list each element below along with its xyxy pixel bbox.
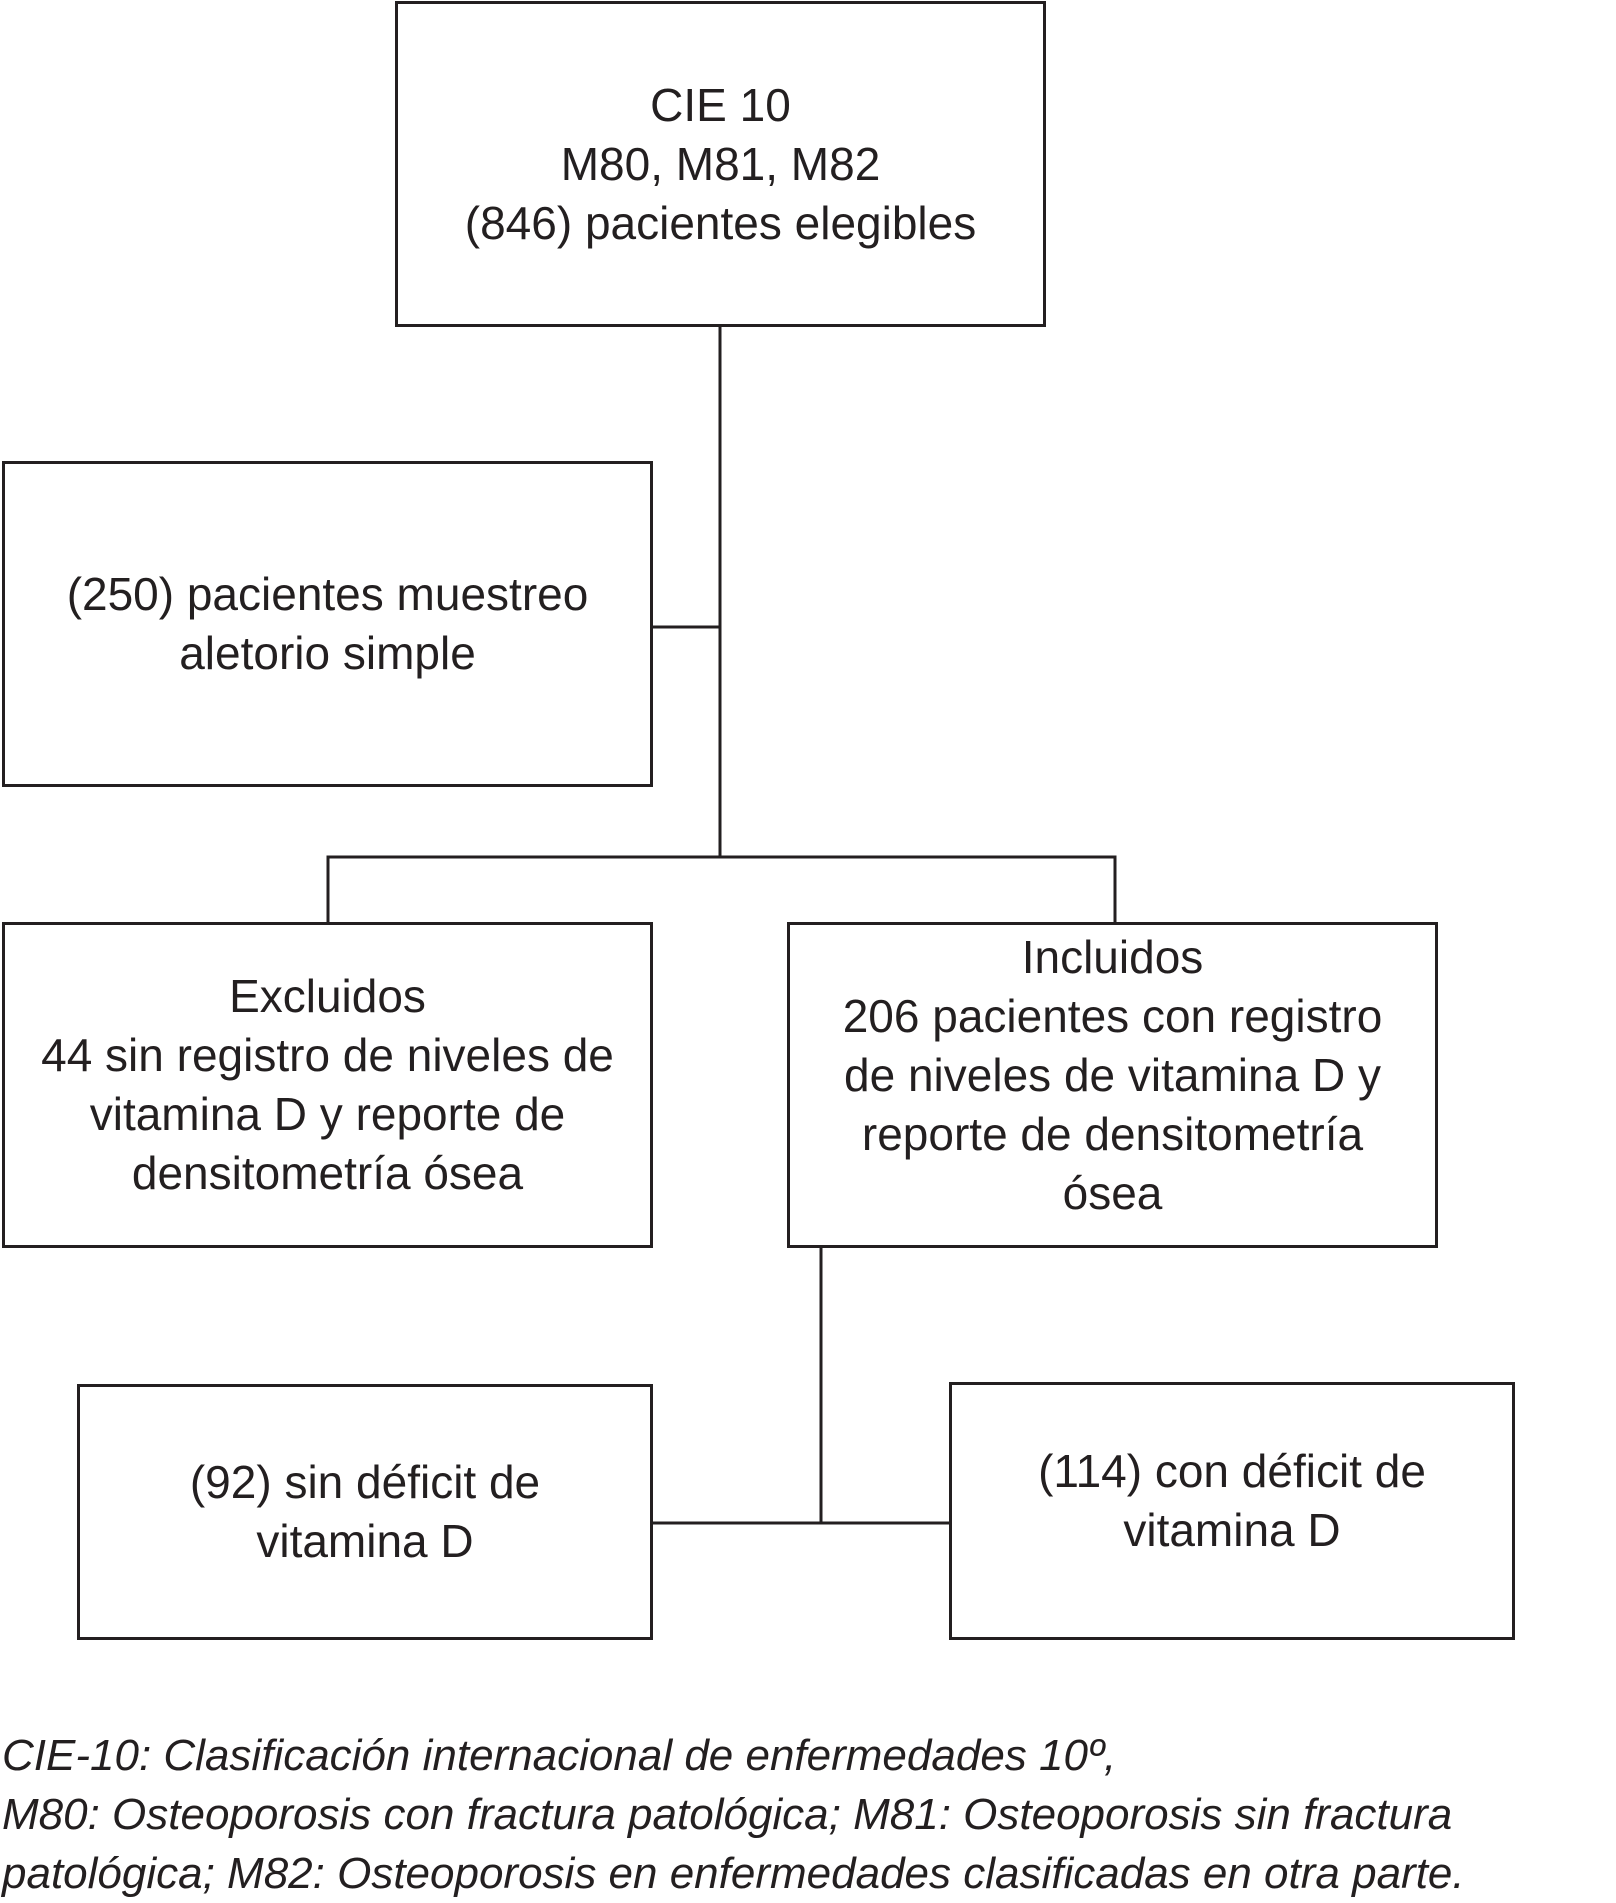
node-text-line: vitamina D xyxy=(256,1515,474,1567)
node-eligible-patients: CIE 10 M80, M81, M82 (846) pacientes ele… xyxy=(395,1,1046,327)
node-text-line: Incluidos xyxy=(1021,930,1204,983)
node-text-line: vitamina D y reporte de xyxy=(89,1088,566,1140)
node-excluded: Excluidos 44 sin registro de niveles de … xyxy=(2,922,653,1248)
node-without-deficit: (92) sin déficit de vitamina D xyxy=(77,1384,653,1640)
footnote-line: patológica; M82: Osteoporosis en enferme… xyxy=(2,1849,1465,1898)
node-text-line: 44 sin registro de niveles de xyxy=(41,1029,614,1081)
node-included: Incluidos 206 pacientes con registro de … xyxy=(787,922,1438,1248)
node-text-line: vitamina D xyxy=(1123,1504,1341,1556)
node-text-line: (114) con déficit de xyxy=(1038,1445,1426,1497)
node-text-line: ósea xyxy=(1062,1166,1163,1219)
node-text-line: (92) sin déficit de xyxy=(189,1456,541,1508)
node-text-line: (250) pacientes muestreo xyxy=(66,568,589,620)
footnote: CIE-10: Clasificación internacional de e… xyxy=(2,1726,1614,1903)
node-text-line: Excluidos xyxy=(229,970,426,1022)
node-with-deficit: (114) con déficit de vitamina D xyxy=(949,1382,1515,1640)
node-random-sample: (250) pacientes muestreo aletorio simple xyxy=(2,461,653,787)
node-text-line: 206 pacientes con registro xyxy=(842,989,1383,1042)
node-text-line: aletorio simple xyxy=(179,627,476,679)
node-text-line: densitometría ósea xyxy=(131,1147,524,1199)
node-text-line: reporte de densitometría xyxy=(861,1107,1364,1160)
footnote-line: CIE-10: Clasificación internacional de e… xyxy=(2,1731,1117,1780)
footnote-line: M80: Osteoporosis con fractura patológic… xyxy=(2,1790,1453,1839)
node-text-line: M80, M81, M82 xyxy=(560,137,881,190)
node-text-line: CIE 10 xyxy=(650,78,791,131)
node-text-line: (846) pacientes elegibles xyxy=(464,196,977,249)
node-text-line: de niveles de vitamina D y xyxy=(844,1048,1381,1101)
